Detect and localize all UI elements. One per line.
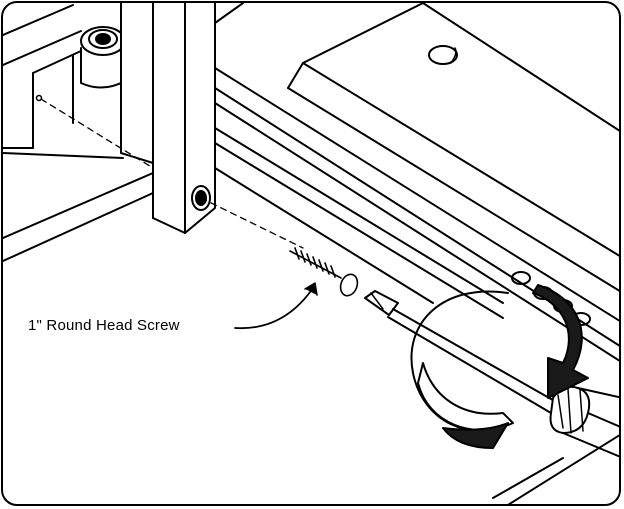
cabinet-bottom-panel: [492, 434, 619, 504]
screwdriver-icon: [364, 290, 619, 458]
callout-leader: [234, 282, 318, 330]
cabinet-frame: [3, 4, 154, 262]
screw-icon: [289, 247, 359, 297]
roller-bearing: [80, 26, 126, 89]
vertical-post: [120, 3, 216, 234]
alignment-lines: [40, 98, 304, 249]
drawer-slide-rail: [214, 62, 619, 362]
cabinet-top-panel: [214, 3, 619, 132]
assembly-illustration: [3, 3, 619, 504]
screw-callout-label: 1" Round Head Screw: [28, 317, 180, 334]
rotation-arrow-icon: [410, 284, 589, 449]
